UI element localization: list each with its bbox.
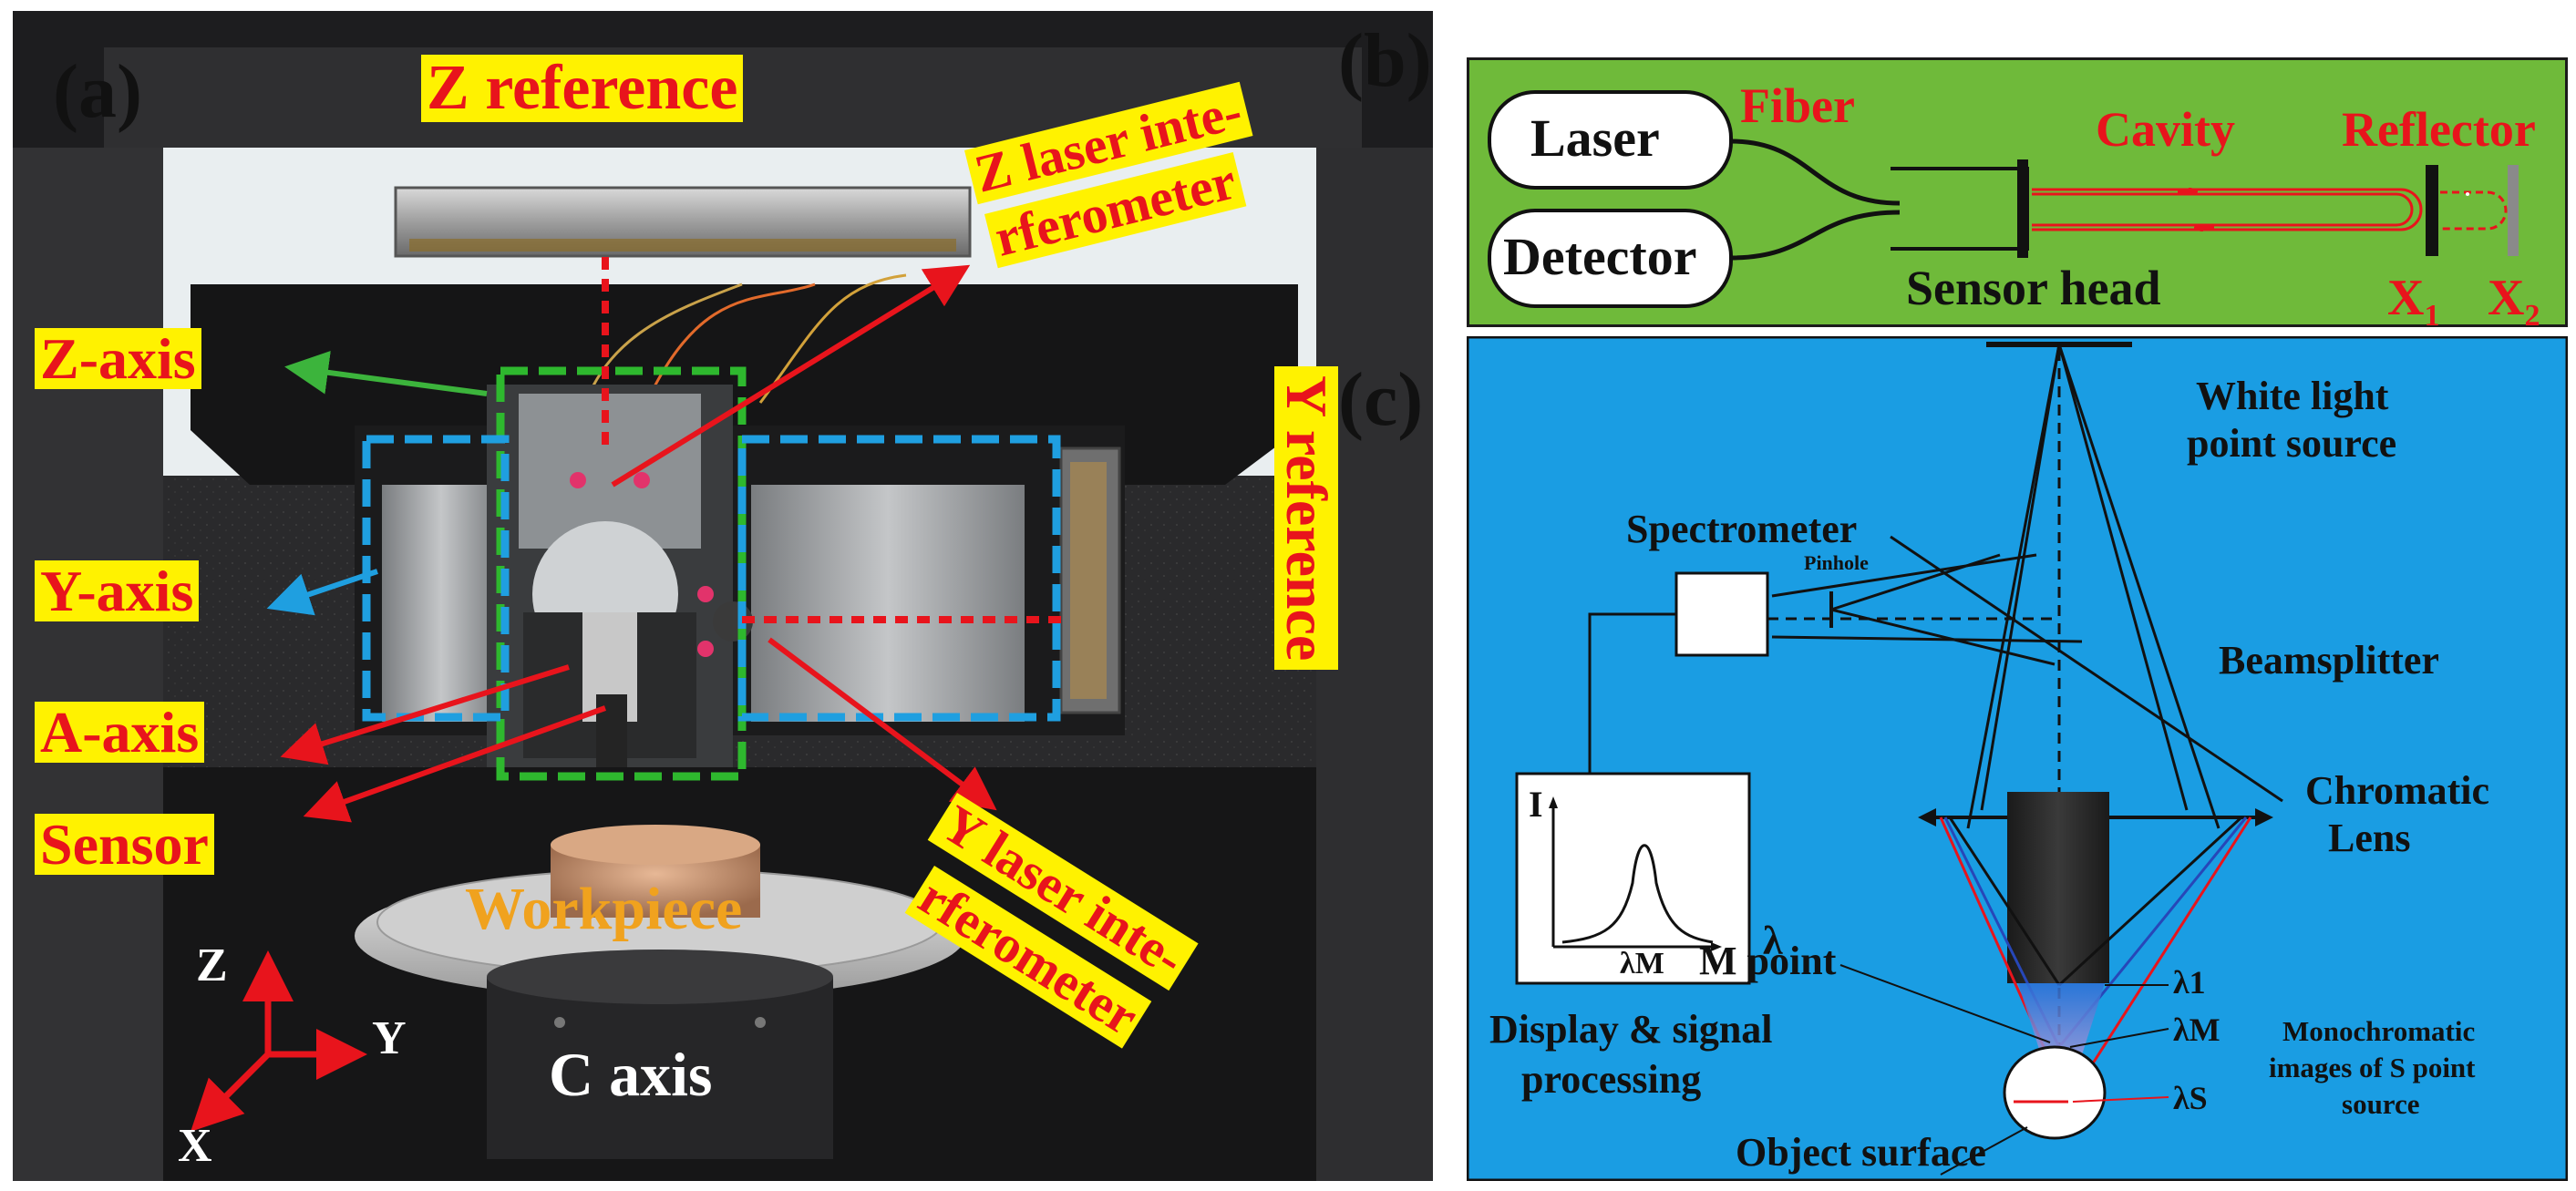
- laser-label: Laser: [1530, 108, 1660, 168]
- panel-c-letter: (c): [1338, 357, 1424, 442]
- fiber-label: Fiber: [1740, 78, 1855, 133]
- z-axis-label: Z-axis: [35, 328, 201, 389]
- axis-z-letter: Z: [196, 939, 228, 991]
- axis-x-letter: X: [178, 1120, 212, 1172]
- display-processing-label-line2: processing: [1521, 1057, 1702, 1102]
- panel-b-letter: (b): [1338, 18, 1432, 103]
- graph-lambda-label: λ: [1763, 919, 1783, 963]
- white-light-label-line1: White light: [2196, 374, 2389, 418]
- sensor-label: Sensor: [35, 814, 214, 875]
- x1-label: X1: [2387, 270, 2440, 334]
- m-point-label: M point: [1699, 939, 1837, 983]
- lambda-s-label: λS: [2173, 1080, 2208, 1116]
- interferometer-diagram: Laser Detector Fiber Cavity Reflector Se…: [1466, 56, 2569, 333]
- lambda-m-label: λM: [2173, 1011, 2221, 1048]
- monochromatic-label-line1: Monochromatic: [2282, 1015, 2476, 1047]
- chromatic-lens-label-line1: Chromatic: [2305, 768, 2490, 813]
- panel-a-letter: (a): [53, 49, 142, 134]
- detector-label: Detector: [1503, 227, 1697, 286]
- display-processing-label-line1: Display & signal: [1489, 1007, 1773, 1052]
- x2-label: X2: [2488, 270, 2540, 334]
- monochromatic-label-line2: images of S point: [2269, 1052, 2476, 1083]
- graph-lambda-m-label: λM: [1620, 947, 1664, 981]
- object-surface-label: Object surface: [1736, 1130, 1986, 1175]
- c-axis-label: C axis: [549, 1040, 713, 1109]
- reflector-label: Reflector: [2342, 102, 2536, 157]
- workpiece-label: Workpiece: [465, 876, 743, 942]
- sensor-head-label: Sensor head: [1906, 261, 2161, 315]
- y-reference-label: Y reference: [1273, 366, 1339, 671]
- monochromatic-label-line3: source: [2342, 1088, 2420, 1120]
- z-reference-label: Z reference: [421, 55, 744, 122]
- white-light-label-line2: point source: [2187, 421, 2397, 466]
- axis-y-letter: Y: [372, 1012, 407, 1064]
- chromatic-lens-label-line2: Lens: [2328, 816, 2411, 860]
- pinhole-label: Pinhole: [1804, 551, 1869, 574]
- graph-intensity-label: I: [1529, 784, 1543, 825]
- cavity-label: Cavity: [2096, 102, 2235, 157]
- a-axis-label: A-axis: [35, 702, 205, 763]
- spectrometer-label: Spectrometer: [1626, 507, 1858, 551]
- lambda-1-label: λ1: [2173, 964, 2206, 1001]
- confocal-diagram: White light point source Spectrometer Pi…: [1466, 335, 2569, 1182]
- y-axis-label: Y-axis: [35, 560, 200, 621]
- beamsplitter-label: Beamsplitter: [2219, 638, 2439, 683]
